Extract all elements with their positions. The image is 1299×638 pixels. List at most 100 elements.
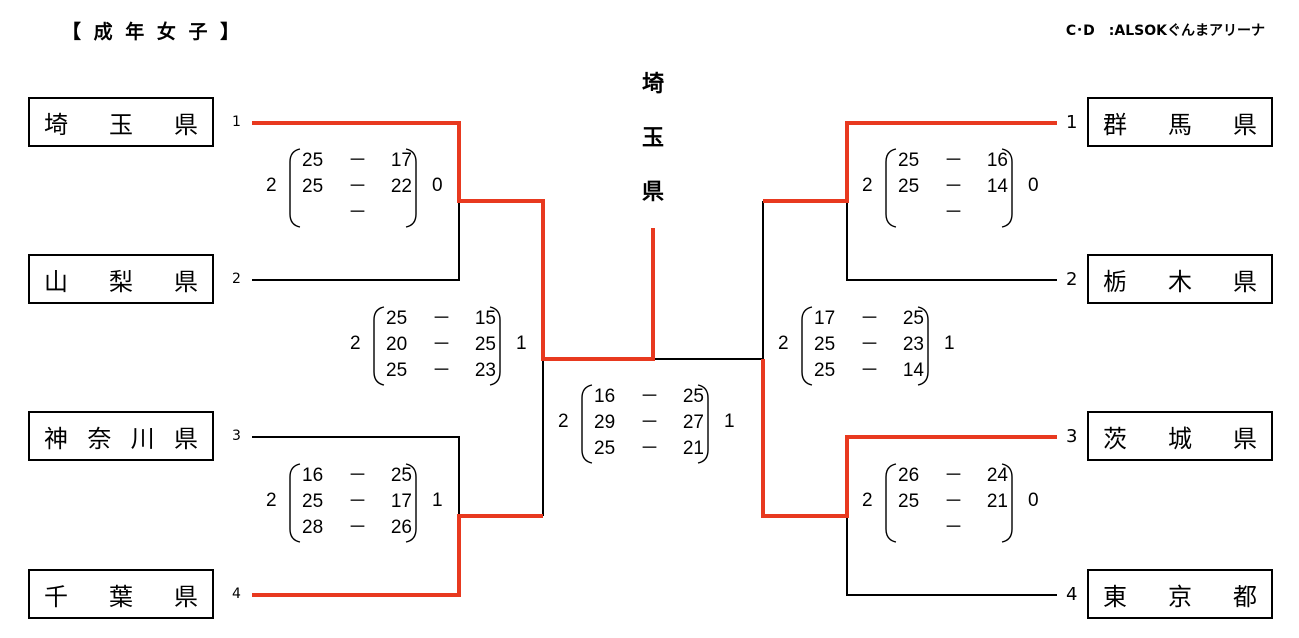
- sets-won-left: 2: [862, 175, 873, 196]
- sets-won-left: 2: [266, 175, 277, 196]
- set-score-right: 22: [390, 176, 412, 197]
- set-dash: －: [348, 202, 368, 223]
- set-dash: －: [860, 334, 880, 355]
- line-final-right: [653, 201, 764, 360]
- set-score-row: 25－17: [302, 489, 412, 515]
- set-dash: －: [944, 202, 964, 223]
- set-score-left: 25: [302, 176, 324, 197]
- set-score-left: 16: [302, 465, 324, 486]
- sets-won-left: 2: [558, 411, 569, 432]
- set-dash: －: [640, 438, 660, 459]
- team-char: 馬: [1168, 110, 1192, 139]
- set-score-right: 17: [390, 150, 412, 171]
- left-paren: [373, 306, 385, 386]
- set-score-left: 26: [898, 465, 920, 486]
- team-char: 城: [1168, 424, 1192, 453]
- set-score-right: 23: [474, 360, 496, 381]
- left-paren: [801, 306, 813, 386]
- winner-line-saitama: [252, 121, 655, 361]
- champion-char: 玉: [641, 126, 664, 151]
- set-score-row: －: [898, 515, 1008, 541]
- set-score-left: 17: [814, 308, 836, 329]
- set-score-row: 25－15: [386, 306, 496, 332]
- set-score-right: 25: [902, 308, 924, 329]
- sets-won-right: 1: [944, 333, 955, 354]
- line-right-2: [846, 201, 1057, 281]
- team-char: 県: [174, 267, 198, 296]
- sets-won-left: 2: [266, 490, 277, 511]
- set-score-left: 25: [814, 334, 836, 355]
- line-right-4: [846, 516, 1057, 596]
- champion-char: 県: [641, 180, 664, 205]
- set-score-row: －: [898, 200, 1008, 226]
- set-dash: －: [432, 360, 452, 381]
- seed-right-1: 1: [1066, 112, 1078, 133]
- set-score-row: 25－22: [302, 174, 412, 200]
- right-paren: [1001, 148, 1013, 228]
- set-score-row: 29－27: [594, 410, 704, 436]
- set-score-row: －: [302, 200, 412, 226]
- set-score-row: 25－21: [594, 436, 704, 462]
- set-dash: －: [944, 517, 964, 538]
- sets-won-right: 0: [1028, 490, 1039, 511]
- set-score-left: 25: [386, 308, 408, 329]
- seed-right-3: 3: [1066, 426, 1078, 447]
- line-left-3: [252, 436, 460, 516]
- team-left-1: 埼 玉 県: [28, 97, 214, 147]
- set-score-left: 20: [386, 334, 408, 355]
- sets-won-right: 0: [1028, 175, 1039, 196]
- winner-line-ibaraki: [761, 359, 1057, 518]
- set-dash: －: [348, 517, 368, 538]
- team-char: 県: [1233, 267, 1257, 296]
- team-right-3: 茨 城 県: [1087, 411, 1273, 461]
- team-char: 都: [1233, 582, 1257, 611]
- left-paren: [885, 148, 897, 228]
- set-score-row: 25－21: [898, 489, 1008, 515]
- set-dash: －: [348, 150, 368, 171]
- team-left-4: 千 葉 県: [28, 569, 214, 619]
- left-paren: [885, 463, 897, 543]
- set-dash: －: [348, 491, 368, 512]
- winner-line-chiba: [252, 514, 543, 597]
- team-right-1: 群 馬 県: [1087, 97, 1273, 147]
- team-char: 東: [1103, 582, 1127, 611]
- set-score-right: 14: [902, 360, 924, 381]
- team-char: 京: [1168, 582, 1192, 611]
- seed-right-2: 2: [1066, 269, 1078, 290]
- seed-left-3: 3: [232, 428, 241, 444]
- set-score-right: 26: [390, 517, 412, 538]
- team-char: 埼: [44, 110, 68, 139]
- set-dash: －: [944, 491, 964, 512]
- set-dash: －: [944, 176, 964, 197]
- sets-won-left: 2: [778, 333, 789, 354]
- set-score-right: 25: [390, 465, 412, 486]
- right-paren: [489, 306, 501, 386]
- team-char: 川: [130, 424, 155, 453]
- set-score-left: 25: [898, 150, 920, 171]
- seed-left-1: 1: [232, 114, 241, 130]
- team-char: 玉: [109, 110, 133, 139]
- set-score-right: 23: [902, 334, 924, 355]
- set-score-left: 25: [898, 176, 920, 197]
- team-char: 葉: [109, 582, 133, 611]
- set-dash: －: [432, 334, 452, 355]
- right-paren: [405, 148, 417, 228]
- set-score-row: 16－25: [594, 384, 704, 410]
- set-score-right: 15: [474, 308, 496, 329]
- team-char: 山: [44, 267, 68, 296]
- team-right-4: 東 京 都: [1087, 569, 1273, 619]
- team-char: 茨: [1103, 424, 1127, 453]
- team-char: 木: [1168, 267, 1192, 296]
- set-score-row: 26－24: [898, 463, 1008, 489]
- winner-line-gunma: [763, 121, 1057, 203]
- set-score-left: 25: [386, 360, 408, 381]
- team-char: 県: [174, 110, 198, 139]
- left-paren: [289, 148, 301, 228]
- set-dash: －: [348, 465, 368, 486]
- right-paren: [917, 306, 929, 386]
- set-dash: －: [944, 150, 964, 171]
- team-right-2: 栃 木 県: [1087, 254, 1273, 304]
- team-char: 奈: [87, 424, 112, 453]
- team-char: 県: [1233, 110, 1257, 139]
- sets-won-right: 1: [432, 490, 443, 511]
